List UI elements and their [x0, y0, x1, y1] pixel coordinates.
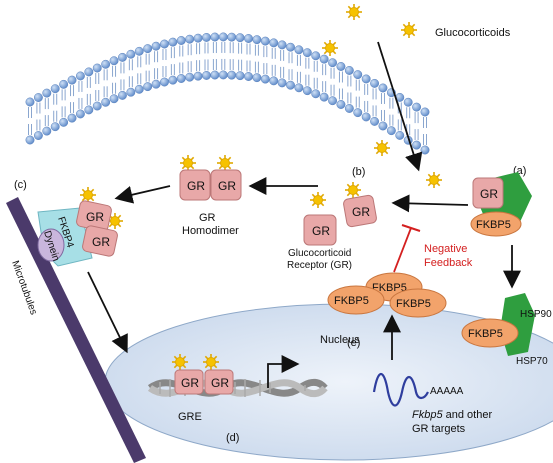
- steroid-molecule: [203, 354, 219, 370]
- gr-label-b1: GR: [312, 224, 330, 238]
- negative-feedback-line: [393, 227, 412, 273]
- fkbp5-cluster-label-2: FKBP5: [334, 295, 369, 307]
- gr-label-c2: GR: [92, 235, 110, 249]
- gr-dna-2: [204, 369, 234, 395]
- gr-box-a: [472, 177, 504, 209]
- steroid-molecule: [180, 155, 196, 171]
- fkbp5-cluster-2: [327, 285, 385, 315]
- targets-line1: Fkbp5 and other: [412, 409, 492, 421]
- cell-membrane: [25, 32, 430, 155]
- microtubule: [6, 197, 146, 463]
- steroid-molecule: [426, 172, 442, 188]
- dynein: [37, 228, 65, 262]
- steroid-molecule: [310, 192, 326, 208]
- steroid-molecule: [172, 354, 188, 370]
- gre-label: GRE: [178, 411, 202, 423]
- glucocorticoids-label: Glucocorticoids: [435, 27, 511, 39]
- transcription-start-arrow: [267, 355, 300, 388]
- label-c: (c): [14, 179, 27, 191]
- gr-label-a: GR: [480, 187, 498, 201]
- gr-box-b2: [343, 194, 377, 228]
- fkbp5-cluster-label-1: FKBP5: [372, 282, 407, 294]
- fkbp5-cluster-label-3: FKBP5: [396, 298, 431, 310]
- receptor-label-line1: Glucocorticoid: [288, 248, 351, 259]
- steroid-molecule: [107, 213, 123, 229]
- negative-feedback-bar: [401, 224, 421, 232]
- fkbp5-cluster-3: [389, 288, 447, 318]
- hsp90-label: HSP90: [520, 309, 552, 320]
- steroid-molecule: [345, 182, 361, 198]
- gr-dna-label-2: GR: [211, 376, 229, 390]
- polya-label: AAAAA: [430, 386, 464, 397]
- label-b: (b): [352, 166, 365, 178]
- gr-dna-1: [174, 369, 204, 395]
- steroid-molecule: [401, 22, 417, 38]
- arrow-a-to-b: [391, 194, 469, 213]
- negative-label-line2: Feedback: [424, 257, 473, 269]
- glucocorticoid-molecules: [80, 4, 442, 370]
- fkbp5-label-a: FKBP5: [476, 219, 511, 231]
- homodimer-label-line2: Homodimer: [182, 225, 239, 237]
- arrow-dimer-to-c: [114, 185, 171, 204]
- steroid-molecule: [374, 140, 390, 156]
- fkbp5-label-hsp: FKBP5: [468, 328, 503, 340]
- targets-line2: GR targets: [412, 423, 466, 435]
- gr-box-b1: [303, 214, 337, 246]
- label-d: (d): [226, 432, 239, 444]
- gr-label-b2: GR: [352, 205, 370, 219]
- hsp70-label: HSP70: [516, 356, 548, 367]
- homodimer-label-line1: GR: [199, 212, 216, 224]
- gr-dimer-label-2: GR: [218, 179, 236, 193]
- mrna-wave: [372, 372, 429, 407]
- receptor-label-line2: Receptor (GR): [287, 260, 352, 271]
- arrow-c-to-nucleus: [87, 271, 128, 354]
- entry-arrow: [377, 41, 423, 172]
- negative-label-line1: Negative: [424, 243, 467, 255]
- gr-dimer-2: [210, 169, 242, 201]
- steroid-molecule: [80, 187, 96, 203]
- gr-label-c1: GR: [86, 210, 104, 224]
- nucleus-label: Nucleus: [320, 334, 360, 346]
- fkbp5-hsp: [461, 318, 519, 348]
- gr-dna-label-1: GR: [181, 376, 199, 390]
- gr-dimer-label-1: GR: [187, 179, 205, 193]
- fkbp5-a: [470, 211, 522, 237]
- microtubules-label: Microtubules: [9, 259, 39, 316]
- steroid-molecule: [217, 155, 233, 171]
- steroid-molecule: [322, 40, 338, 56]
- targets-rest: and other: [443, 409, 493, 421]
- gr-dimer-1: [179, 169, 211, 201]
- gr-box-c2: [82, 225, 118, 257]
- targets-italic: Fkbp5: [412, 409, 443, 421]
- steroid-molecule: [346, 4, 362, 20]
- label-e: (e): [347, 337, 360, 349]
